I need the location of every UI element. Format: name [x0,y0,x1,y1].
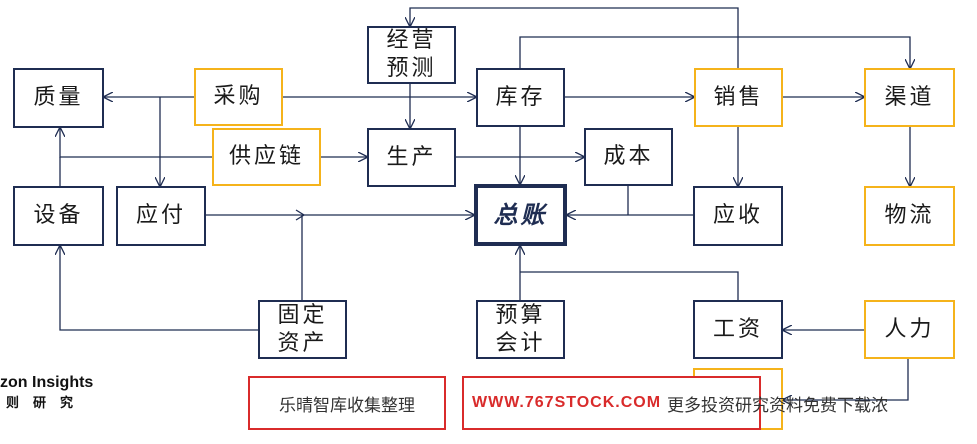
banner-left-text: 乐晴智库收集整理 [279,395,415,416]
edge-xiaoshou-jingying [410,7,739,68]
node-yingshou: 应收 [693,186,783,246]
edge-guding-shebei [60,246,258,331]
node-gongzi: 工资 [693,300,783,359]
node-yingfu: 应付 [116,186,206,246]
watermark-banner-right: WWW.767STOCK.COM 更多投资研究资料免费下载浓 [462,376,888,430]
node-guding: 固定 资产 [258,300,347,359]
node-zhiliang: 质量 [13,68,104,128]
banner-url: WWW.767STOCK.COM [472,394,662,411]
node-xiaoshou: 销售 [694,68,783,127]
edge-kucun-qudao [519,36,910,68]
logo-line1: zon Insights [0,374,94,391]
node-qudao: 渠道 [864,68,955,127]
logo: zon Insights 则研究 [0,374,93,411]
node-gongying: 供应链 [212,128,321,186]
node-shengchan: 生产 [367,128,456,187]
node-wuliu: 物流 [864,186,955,246]
node-renli: 人力 [864,300,955,359]
node-yusuan: 预算 会计 [476,300,565,359]
edge-gongzi-zongzhang [520,271,739,300]
node-chengben: 成本 [584,128,673,186]
logo-line2: 则研究 [6,395,88,410]
watermark-banner-left: 乐晴智库收集整理 [248,376,446,430]
banner-right-text: 更多投资研究资料免费下载浓 [667,395,889,416]
edge-renli-bottom [783,359,909,400]
node-kucun: 库存 [476,68,565,127]
node-zongzhang: 总账 [474,184,567,246]
edge-gongying-zhiliang [60,128,212,158]
node-jingying: 经营 预测 [367,26,456,84]
node-shebei: 设备 [13,186,104,246]
node-caigou: 采购 [194,68,283,126]
